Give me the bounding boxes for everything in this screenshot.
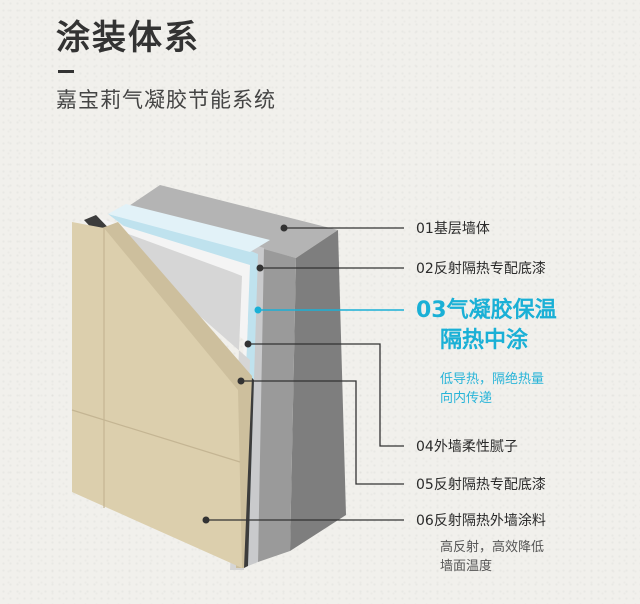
layer-05-primer (90, 220, 250, 570)
leader-04 (248, 343, 404, 447)
leader-05 (241, 380, 404, 485)
page-subtitle: 嘉宝莉气凝胶节能系统 (56, 88, 276, 112)
label-layer-01: 01基层墙体 (416, 221, 490, 237)
desc-layer-06-line1: 高反射，高效降低 (440, 540, 545, 555)
desc-layer-06: 高反射，高效降低 墙面温度 (440, 538, 544, 576)
label-layer-06: 06反射隔热外墙涂料 (416, 513, 546, 529)
label-layer-03: 03气凝胶保温 隔热中涂 (416, 296, 557, 356)
dot-04 (244, 340, 252, 348)
dot-02 (256, 264, 264, 272)
label-layer-02: 02反射隔热专配底漆 (416, 261, 546, 277)
page-title: 涂装体系 (56, 18, 200, 58)
dot-03 (254, 306, 262, 314)
label-layer-03-line1: 03气凝胶保温 (416, 298, 557, 323)
base-wall-top (120, 185, 338, 258)
dot-01 (280, 224, 288, 232)
dot-05 (237, 377, 245, 385)
panel-seam-horizontal (71, 409, 241, 463)
title-divider (58, 70, 74, 73)
label-layer-04: 04外墙柔性腻子 (416, 439, 518, 455)
desc-layer-03: 低导热，隔绝热量 向内传递 (440, 370, 544, 408)
desc-layer-03-line1: 低导热，隔绝热量 (440, 372, 545, 387)
desc-layer-03-line2: 向内传递 (440, 391, 493, 406)
label-layer-03-line2: 隔热中涂 (440, 328, 529, 353)
layer-06-finish-face (72, 222, 242, 568)
dot-06 (202, 516, 210, 524)
base-wall-front (258, 248, 296, 562)
base-wall-side (290, 230, 346, 551)
desc-layer-06-line2: 墙面温度 (440, 559, 493, 574)
label-layer-05: 05反射隔热专配底漆 (416, 477, 546, 493)
layer-03-aerogel-top (108, 204, 270, 252)
